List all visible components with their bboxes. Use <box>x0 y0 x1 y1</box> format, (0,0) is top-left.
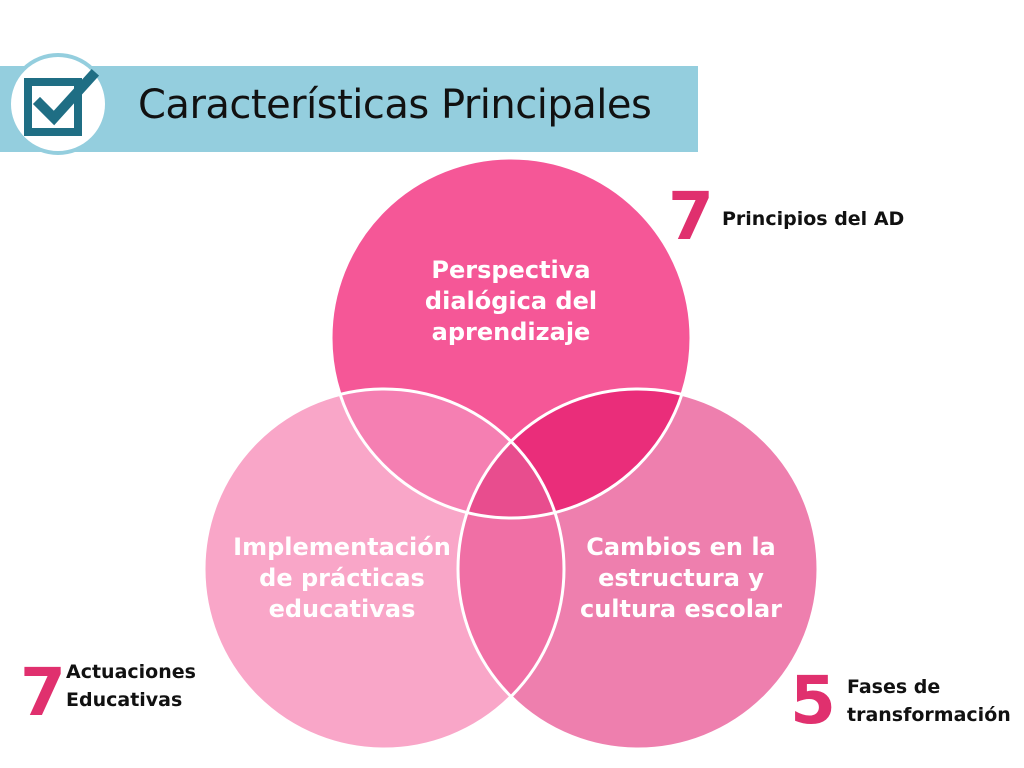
overlap-top-left <box>331 389 564 518</box>
stat-text-line: Fases de <box>847 676 941 698</box>
stat-text-line: Actuaciones <box>66 661 196 683</box>
circle-label-cambios: Cambios en la estructura y cultura escol… <box>547 532 815 625</box>
stat-text-line: Principios del AD <box>722 208 905 230</box>
circle-label-line: educativas <box>268 595 416 623</box>
circle-label-line: dialógica del <box>424 287 598 315</box>
stat-text-principios: Principios del AD <box>722 205 904 233</box>
checkbox-check-icon <box>7 53 109 155</box>
title-bar <box>0 66 698 152</box>
circle-label-implementacion: Implementación de prácticas educativas <box>211 532 473 625</box>
venn-outline-top <box>329 156 693 520</box>
circle-label-line: aprendizaje <box>431 318 591 346</box>
circle-label-perspectiva: Perspectiva dialógica del aprendizaje <box>381 255 641 348</box>
circle-label-line: Implementación <box>233 533 451 561</box>
venn-outline-left <box>202 387 566 751</box>
circle-label-line: Cambios en la <box>586 533 776 561</box>
circle-label-line: Perspectiva <box>431 256 591 284</box>
stat-number-actuaciones: 7 <box>20 654 66 731</box>
stat-text-line: Educativas <box>66 689 183 711</box>
stat-text-line: transformación <box>847 704 1011 726</box>
stat-number-fases: 5 <box>790 662 836 739</box>
overlap-top-right <box>458 389 691 518</box>
circle-label-line: cultura escolar <box>579 595 783 623</box>
circle-label-line: de prácticas <box>259 564 425 592</box>
circle-label-line: estructura y <box>598 564 764 592</box>
venn-outline-right <box>456 387 820 751</box>
stat-text-fases: Fases de transformación <box>847 673 1011 729</box>
page-title: Características Principales <box>138 82 652 128</box>
stat-number-principios: 7 <box>668 178 714 255</box>
stat-text-actuaciones: Actuaciones Educativas <box>66 658 196 714</box>
